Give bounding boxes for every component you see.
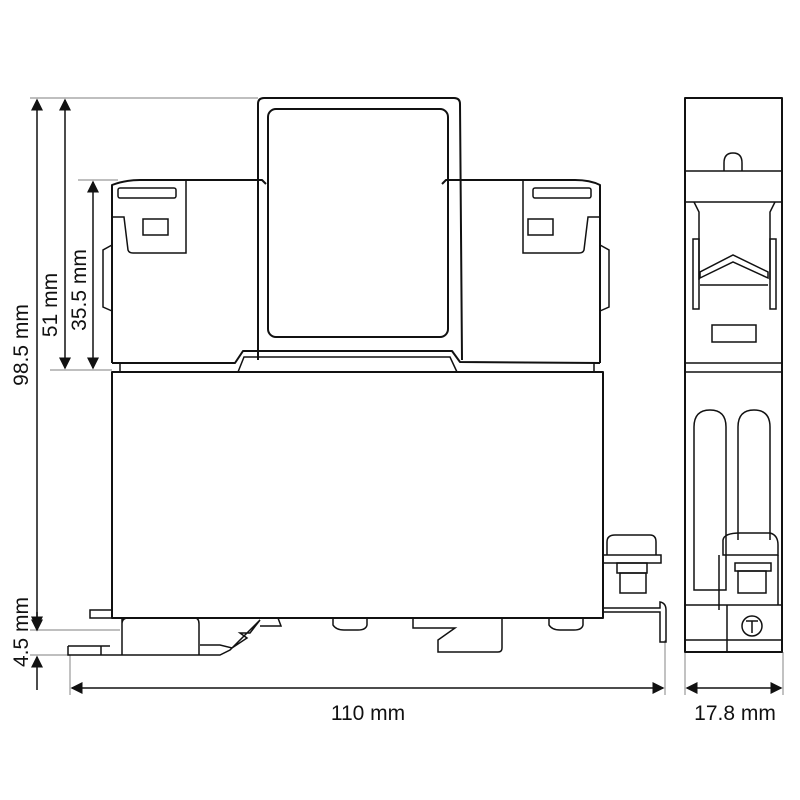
dim-label-upper-height: 51 mm [39, 273, 62, 337]
front-view [67, 97, 667, 656]
dim-label-housing-height: 35.5 mm [68, 249, 91, 331]
dim-label-front-width: 110 mm [331, 702, 405, 725]
dim-label-side-width: 17.8 mm [694, 702, 776, 725]
extension-lines [30, 97, 784, 695]
ground-symbol-icon [741, 615, 763, 637]
dim-label-total-height: 98.5 mm [10, 304, 33, 386]
dim-label-base-height: 4.5 mm [10, 597, 33, 667]
side-view [684, 97, 783, 653]
dimension-lines [31, 98, 783, 694]
